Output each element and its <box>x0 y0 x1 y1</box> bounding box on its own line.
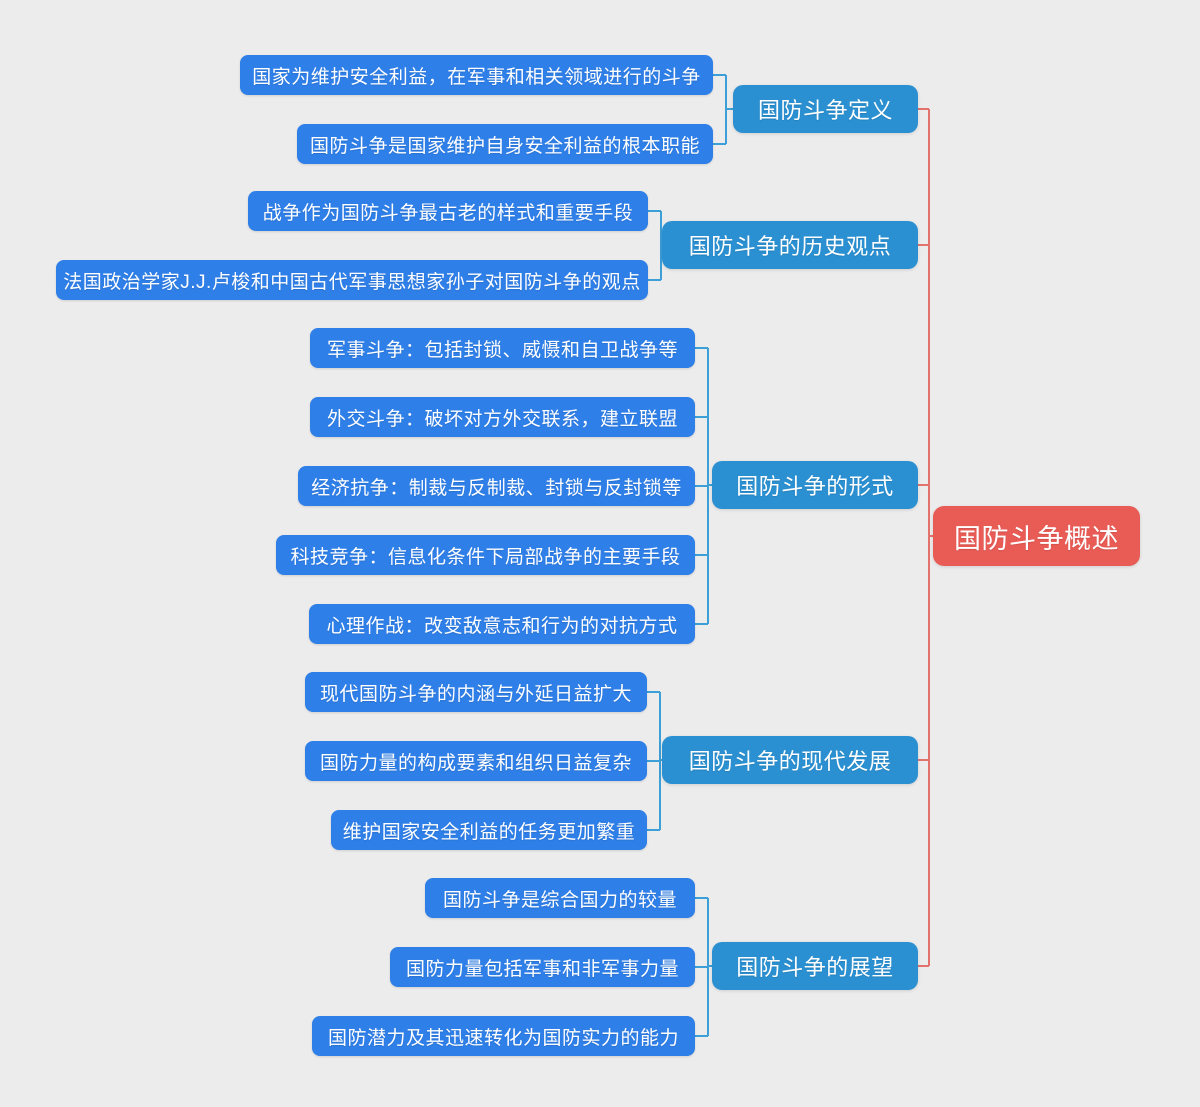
branch-node-2[interactable]: 国防斗争的形式 <box>712 461 918 509</box>
leaf-node-1-0[interactable]: 战争作为国防斗争最古老的样式和重要手段 <box>248 191 648 231</box>
leaf-node-2-3[interactable]: 科技竞争：信息化条件下局部战争的主要手段 <box>276 535 695 575</box>
leaf-node-3-1[interactable]: 国防力量的构成要素和组织日益复杂 <box>305 741 647 781</box>
leaf-node-4-2[interactable]: 国防潜力及其迅速转化为国防实力的能力 <box>312 1016 695 1056</box>
branch-node-4[interactable]: 国防斗争的展望 <box>712 942 918 990</box>
leaf-node-4-0[interactable]: 国防斗争是综合国力的较量 <box>425 878 695 918</box>
leaf-node-0-1[interactable]: 国防斗争是国家维护自身安全利益的根本职能 <box>297 124 713 164</box>
leaf-node-4-1[interactable]: 国防力量包括军事和非军事力量 <box>390 947 695 987</box>
leaf-node-0-0[interactable]: 国家为维护安全利益，在军事和相关领域进行的斗争 <box>240 55 713 95</box>
leaf-node-2-1[interactable]: 外交斗争：破坏对方外交联系，建立联盟 <box>310 397 695 437</box>
leaf-node-2-0[interactable]: 军事斗争：包括封锁、威慑和自卫战争等 <box>310 328 695 368</box>
root-node[interactable]: 国防斗争概述 <box>933 506 1140 566</box>
branch-node-1[interactable]: 国防斗争的历史观点 <box>662 221 918 269</box>
branch-node-0[interactable]: 国防斗争定义 <box>733 85 918 133</box>
leaf-node-3-2[interactable]: 维护国家安全利益的任务更加繁重 <box>331 810 647 850</box>
leaf-node-3-0[interactable]: 现代国防斗争的内涵与外延日益扩大 <box>305 672 647 712</box>
leaf-node-2-4[interactable]: 心理作战：改变敌意志和行为的对抗方式 <box>309 604 695 644</box>
leaf-node-2-2[interactable]: 经济抗争：制裁与反制裁、封锁与反封锁等 <box>298 466 695 506</box>
leaf-node-1-1[interactable]: 法国政治学家J.J.卢梭和中国古代军事思想家孙子对国防斗争的观点 <box>56 260 648 300</box>
branch-node-3[interactable]: 国防斗争的现代发展 <box>662 736 918 784</box>
